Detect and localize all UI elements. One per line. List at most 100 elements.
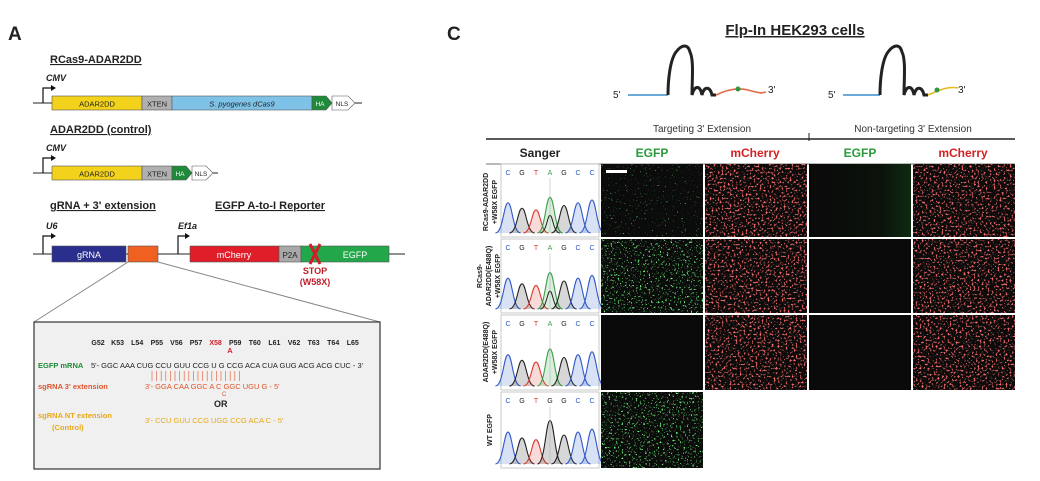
row2-label-line1: RCas9-: [477, 263, 484, 288]
grna-ext-2: [928, 87, 958, 95]
seg-grna-label: gRNA: [77, 250, 101, 260]
ext-seq: 3'- GGA CAA GGC A C GGC UGU G - 5': [145, 382, 280, 391]
construct1-promoter: CMV: [46, 73, 67, 83]
img-r2-egfp-t-cells: [601, 239, 703, 313]
sanger-base-label: G: [561, 170, 566, 177]
sanger-base-label: G: [519, 321, 524, 328]
construct3-promoter: U6: [46, 221, 58, 231]
three-prime-1: 3': [768, 85, 776, 96]
row-label-2: RCas9- ADAR2DD(E488Q) +W58X EGFP: [477, 246, 502, 307]
construct-rcas9-adar2dd: RCas9-ADAR2DD CMV ADAR2DD XTEN S. pyogen…: [33, 54, 362, 110]
scale-bar: [606, 170, 627, 173]
row3-label-line2: +W58X EGFP: [492, 330, 499, 374]
microscopy-grid: [601, 164, 1015, 468]
col-header-sanger: Sanger: [520, 146, 561, 160]
sanger-base-label: C: [575, 245, 580, 252]
codon-label: T64: [327, 340, 339, 347]
grna-targeting-schematic: 5' 3': [613, 46, 776, 101]
sanger-base-label: C: [575, 321, 580, 328]
codon-label: V62: [288, 340, 301, 347]
construct2-promoter: CMV: [46, 143, 67, 153]
img-r3-egfp-nt: [809, 315, 911, 390]
img-r3-mch-t-cells: [705, 315, 807, 390]
sanger-base-label: C: [575, 170, 580, 177]
row4-label-line1: WT EGFP: [487, 414, 494, 446]
grna-dot-2: [935, 88, 940, 93]
sanger-base-label: C: [575, 398, 580, 405]
col-header-egfp-2: EGFP: [844, 146, 877, 160]
zoom-line-left: [34, 262, 128, 322]
sanger-base-label: T: [534, 321, 539, 328]
img-r1-mch-t-cells: [705, 164, 807, 237]
stop-mutation-label: (W58X): [300, 277, 331, 287]
group-nontargeting-label: Non-targeting 3' Extension: [854, 124, 972, 135]
construct2-title: ADAR2DD (control): [50, 124, 152, 136]
grna-dot-1: [736, 87, 741, 92]
codon-label: P55: [151, 340, 164, 347]
promoter-arrow-3: [43, 236, 52, 254]
nt-seq: 3'- CCU GUU CCG UGG CCG ACA C - 5': [145, 416, 284, 425]
construct4-promoter: Ef1a: [178, 221, 197, 231]
img-r1-egfp-nt: [809, 164, 911, 237]
sanger-base-label: G: [519, 245, 524, 252]
sanger-base-label: G: [519, 398, 524, 405]
sanger-base-label: G: [547, 398, 552, 405]
sanger-base-label: A: [548, 245, 553, 252]
codon-label: T60: [249, 340, 261, 347]
row1-label-line2: +W58X EGFP: [492, 180, 499, 224]
promoter-arrowhead-1: [51, 85, 56, 91]
col-header-mcherry-1: mCherry: [730, 146, 780, 160]
mutated-base: A: [227, 346, 233, 355]
seg-mcherry-label: mCherry: [217, 250, 252, 260]
egfp-mrna-seq: 5'- GGC AAA CUG CCU GUU CCG U G CCG ACA …: [91, 361, 364, 370]
codon-label: T63: [308, 340, 320, 347]
three-prime-2: 3': [958, 85, 966, 96]
seg-nls-1-label: NLS: [336, 101, 349, 108]
grna-ext-1: [716, 89, 766, 95]
img-r3-mch-nt-cells: [913, 315, 1015, 390]
codon-label: L65: [347, 340, 359, 347]
promoter-arrowhead-4: [185, 233, 190, 239]
ext-label: sgRNA 3' extension: [38, 382, 108, 391]
img-r2-mch-nt-cells: [913, 239, 1015, 313]
construct4-title: EGFP A-to-I Reporter: [215, 200, 326, 212]
sanger-base-label: G: [519, 170, 524, 177]
promoter-arrow-1: [43, 88, 52, 103]
sanger-base-label: C: [589, 170, 594, 177]
sanger-base-label: T: [534, 245, 539, 252]
or-label: OR: [214, 399, 228, 409]
row2-label-line2: ADAR2DD(E488Q): [486, 246, 493, 307]
construct3-title: gRNA + 3' extension: [50, 200, 156, 212]
promoter-arrowhead-2: [51, 155, 56, 161]
codon-label: K53: [111, 340, 124, 347]
img-r4-egfp-t-cells: [601, 392, 703, 468]
img-r3-egfp-t: [601, 315, 703, 390]
sanger-base-label: T: [534, 170, 539, 177]
codon-label: G52: [91, 340, 104, 347]
construct1-title: RCas9-ADAR2DD: [50, 54, 142, 66]
seg-adar2dd-2-label: ADAR2DD: [79, 170, 115, 179]
sanger-base-label: C: [505, 245, 510, 252]
seg-nls-2-label: NLS: [195, 171, 208, 178]
sanger-base-label: G: [561, 245, 566, 252]
codon-label: X58: [209, 340, 222, 347]
egfp-mrna-label: EGFP mRNA: [38, 361, 84, 370]
stop-label: STOP: [303, 266, 327, 276]
sanger-base-label: C: [589, 398, 594, 405]
sanger-base-label: T: [534, 398, 539, 405]
ext-sub-base: C: [222, 392, 227, 398]
seg-egfp-label: EGFP: [343, 250, 368, 260]
construct-adar2dd-control: ADAR2DD (control) CMV ADAR2DD XTEN HA NL…: [33, 124, 218, 180]
nt-label-1: sgRNA NT extension: [38, 411, 112, 420]
panel-a-letter: A: [8, 24, 22, 45]
sanger-base-label: C: [589, 245, 594, 252]
panel-c-letter: C: [447, 24, 461, 45]
five-prime-1: 5': [613, 90, 621, 101]
sanger-base-label: A: [548, 321, 553, 328]
group-targeting-label: Targeting 3' Extension: [653, 124, 751, 135]
codon-label: L61: [268, 340, 280, 347]
codon-label: L54: [131, 340, 143, 347]
construct-grna-reporter: gRNA + 3' extension EGFP A-to-I Reporter…: [33, 200, 405, 322]
